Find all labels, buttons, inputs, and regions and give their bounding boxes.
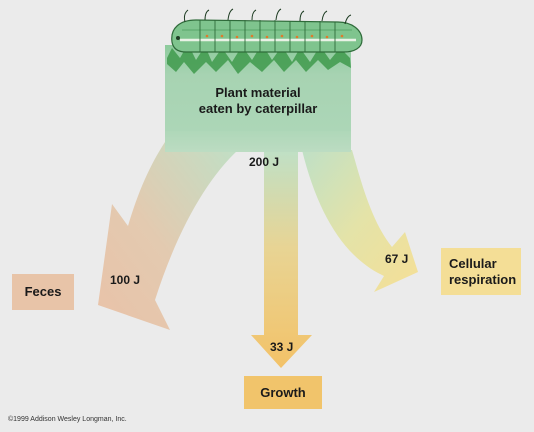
respiration-arrow	[302, 150, 418, 292]
growth-box	[244, 376, 322, 409]
growth-energy-value: 33 J	[270, 340, 294, 354]
respiration-energy-value: 67 J	[385, 252, 409, 266]
growth-label: Growth	[260, 384, 306, 400]
respiration-label-box: Cellular respiration	[441, 248, 521, 295]
copyright-notice: ©1999 Addison Wesley Longman, Inc.	[8, 416, 127, 423]
source-label-line2: eaten by caterpillar	[198, 101, 318, 116]
source-label: Plant material eaten by caterpillar	[165, 85, 351, 117]
feces-box	[12, 274, 74, 310]
leaf-icon	[167, 44, 351, 74]
flow-stem	[165, 130, 351, 152]
respiration-label-line1: Cellular	[449, 255, 497, 271]
source-energy-value: 200 J	[249, 155, 280, 169]
growth-arrow	[251, 150, 312, 368]
growth-label-box: Growth	[244, 376, 322, 409]
feces-energy-value: 100 J	[110, 273, 141, 287]
respiration-label-line2: respiration	[449, 271, 517, 287]
feces-arrow	[98, 142, 238, 330]
respiration-box	[441, 248, 521, 295]
feces-label: Feces	[24, 284, 62, 299]
source-label-line1: Plant material	[215, 85, 301, 100]
caterpillar-icon	[171, 8, 363, 53]
feces-label-box: Feces	[12, 274, 74, 310]
